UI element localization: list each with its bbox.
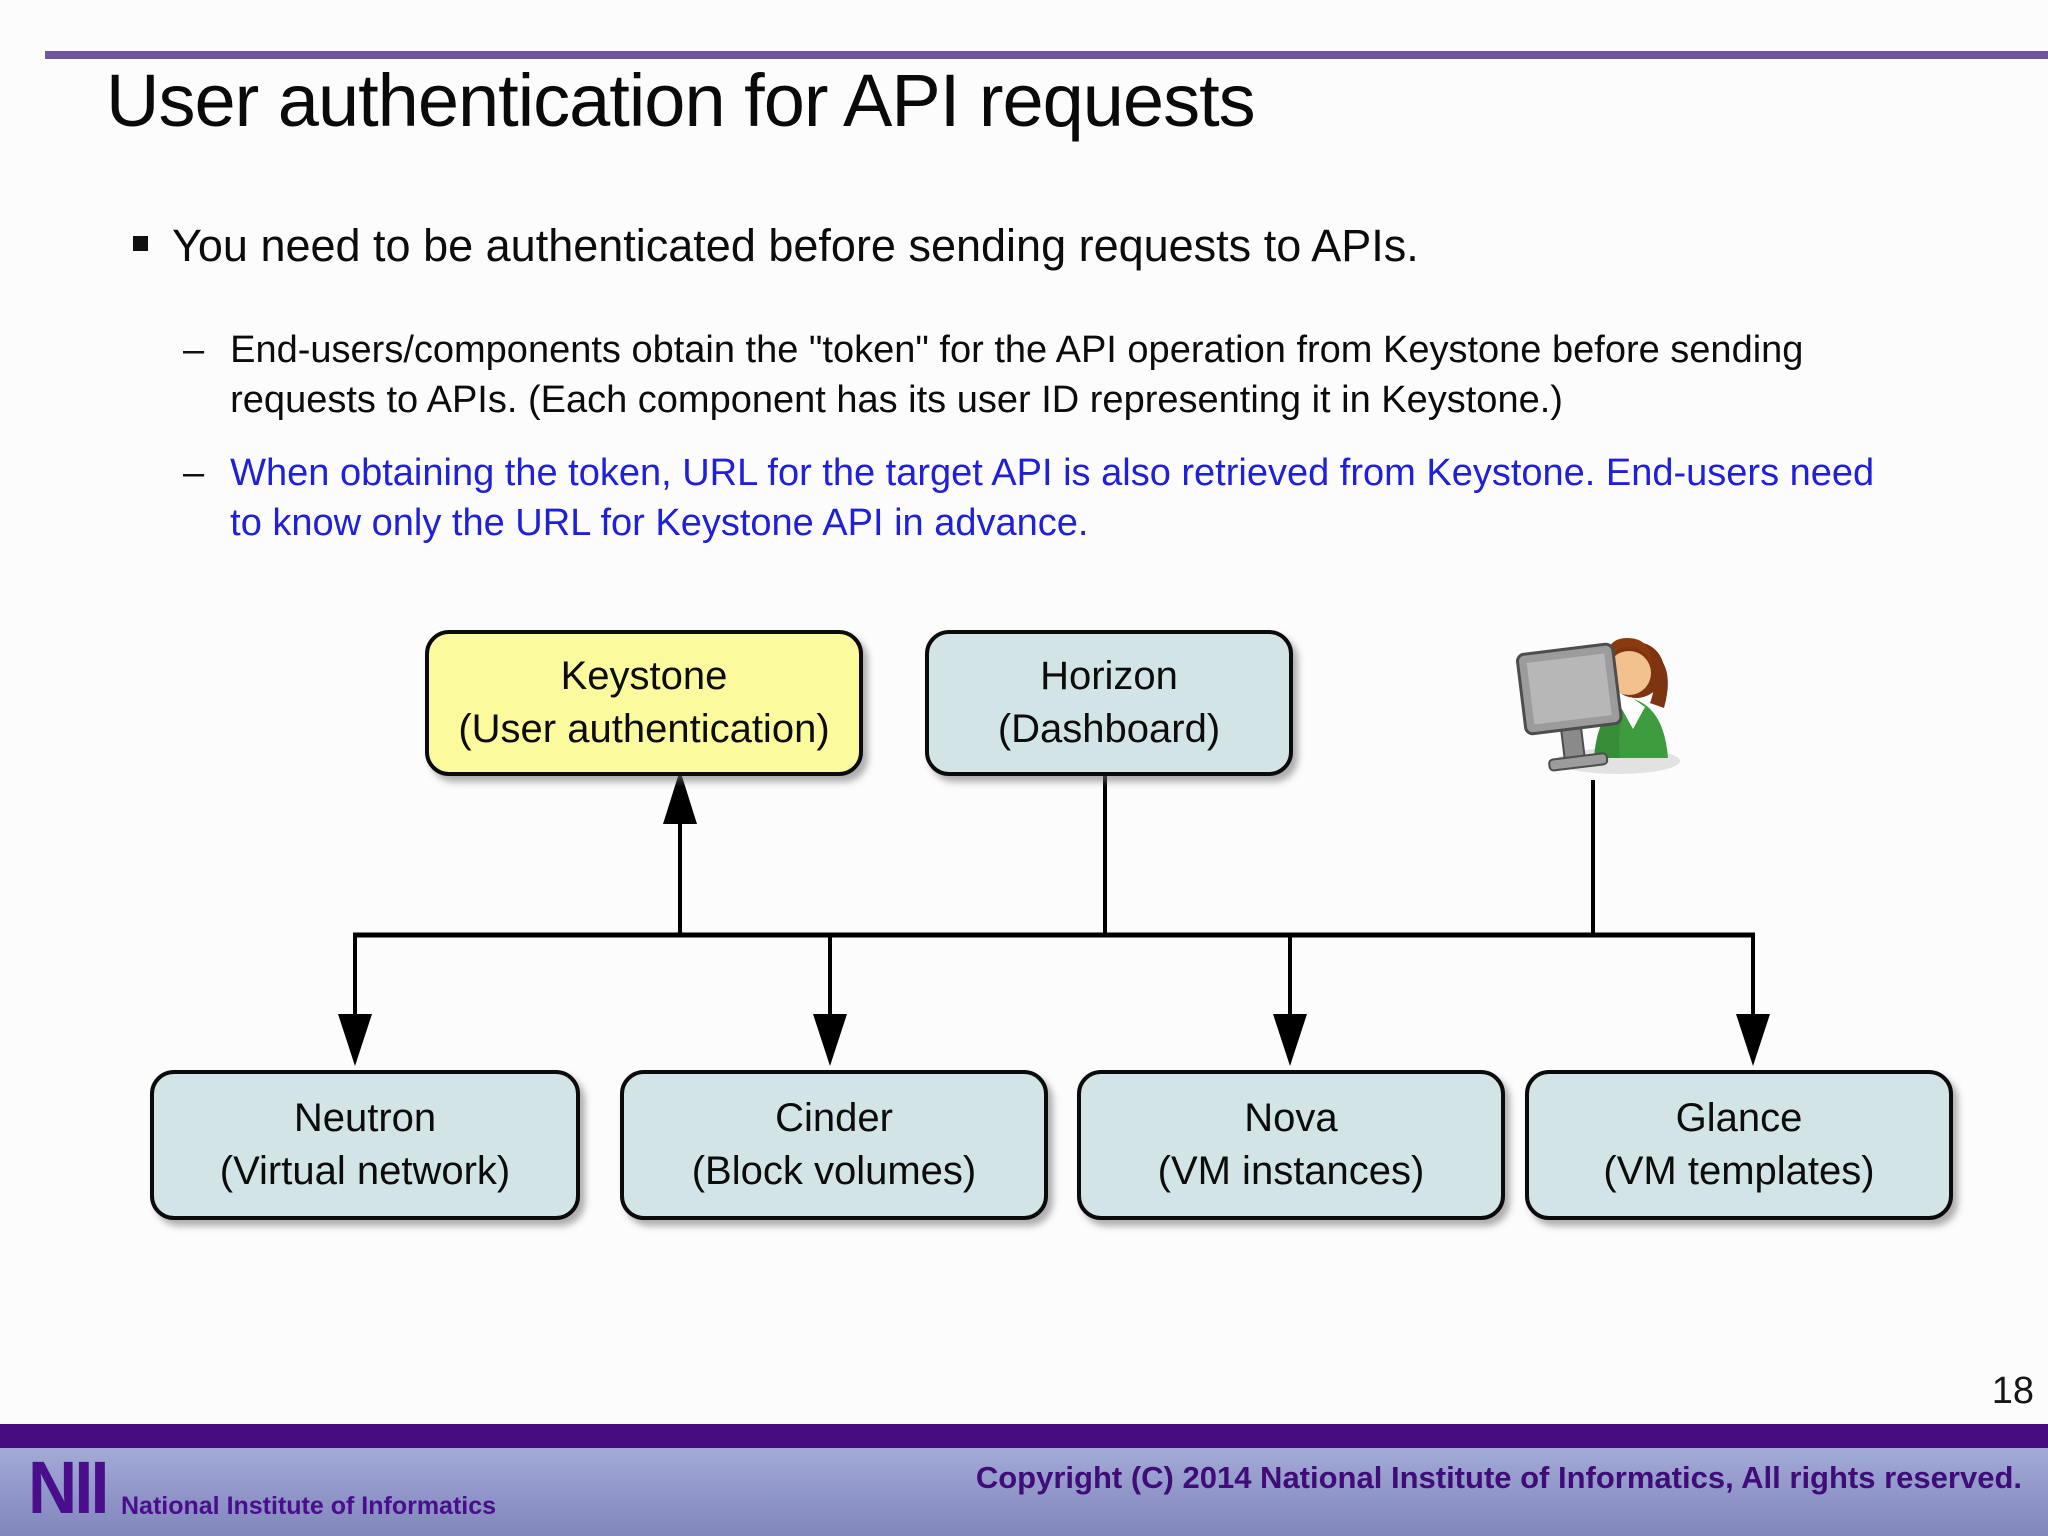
diagram-node-keystone: Keystone (User authentication) — [425, 630, 863, 776]
user-at-computer-icon — [1516, 638, 1680, 774]
nii-logo: NII — [28, 1446, 109, 1529]
node-subtitle: (VM templates) — [1603, 1149, 1875, 1193]
sub-bullet-2-text: When obtaining the token, URL for the ta… — [230, 452, 1875, 545]
diagram-node-horizon: Horizon (Dashboard) — [925, 630, 1293, 776]
sub-bullet-1: – End-users/components obtain the "token… — [183, 325, 1890, 425]
arrowhead-down — [338, 1014, 372, 1066]
arrowhead-up — [663, 770, 697, 824]
footer-background — [0, 1448, 2048, 1536]
top-accent-rule — [45, 51, 2048, 59]
node-name: Cinder — [775, 1096, 893, 1141]
square-bullet-icon — [133, 236, 148, 251]
dash-bullet-icon: – — [183, 452, 205, 494]
nii-logo-caption: National Institute of Informatics — [121, 1492, 497, 1520]
arrowhead-down — [1736, 1014, 1770, 1066]
node-name: Glance — [1675, 1096, 1803, 1141]
node-name: Neutron — [293, 1096, 437, 1141]
node-name: Horizon — [1040, 654, 1178, 699]
page-number: 18 — [1991, 1370, 2034, 1412]
diagram-node-cinder: Cinder (Block volumes) — [620, 1070, 1048, 1220]
arrowhead-down — [1273, 1014, 1307, 1066]
sub-bullet-1-text: End-users/components obtain the "token" … — [230, 329, 1804, 422]
diagram-node-nova: Nova (VM instances) — [1077, 1070, 1505, 1220]
node-name: Nova — [1244, 1096, 1338, 1141]
bullet-item: You need to be authenticated before send… — [133, 218, 1853, 274]
diagram-node-glance: Glance (VM templates) — [1525, 1070, 1953, 1220]
arrowhead-down — [813, 1014, 847, 1066]
footer-accent-bar — [0, 1424, 2048, 1448]
sub-bullet-2: – When obtaining the token, URL for the … — [183, 448, 1890, 548]
dash-bullet-icon: – — [183, 329, 205, 371]
node-subtitle: (User authentication) — [458, 707, 830, 751]
node-subtitle: (Block volumes) — [691, 1149, 977, 1193]
diagram-node-neutron: Neutron (Virtual network) — [150, 1070, 580, 1220]
node-subtitle: (Dashboard) — [997, 707, 1221, 751]
copyright-text: Copyright (C) 2014 National Institute of… — [975, 1460, 2022, 1495]
node-subtitle: (VM instances) — [1157, 1149, 1425, 1193]
node-subtitle: (Virtual network) — [219, 1149, 511, 1193]
node-name: Keystone — [560, 654, 728, 699]
page-title: User authentication for API requests — [106, 59, 1256, 142]
bullet-text: You need to be authenticated before send… — [172, 220, 1419, 271]
